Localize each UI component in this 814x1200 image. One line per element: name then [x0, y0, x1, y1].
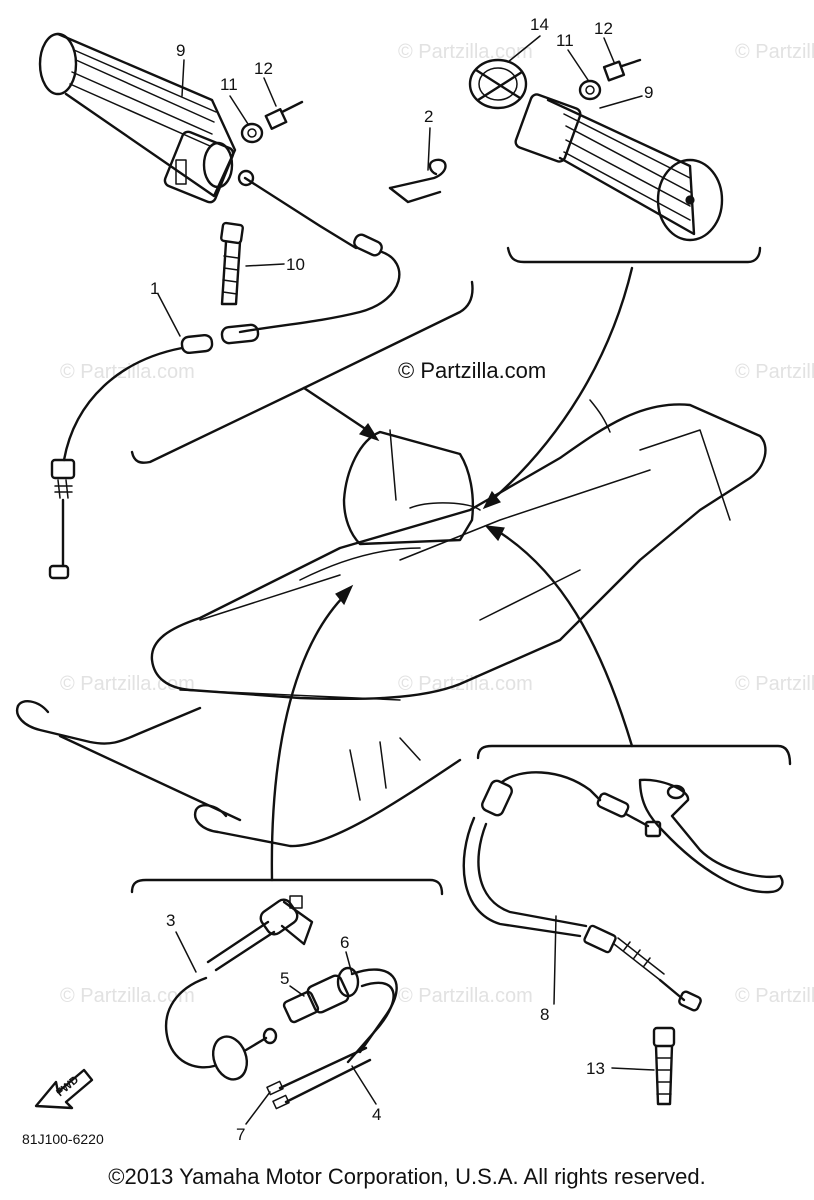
snowmobile-hood — [150, 399, 767, 701]
callout-3: 3 — [166, 911, 175, 930]
clip — [388, 158, 447, 204]
callouts: 9 11 12 2 14 11 12 9 10 1 3 5 6 4 7 8 13 — [150, 15, 653, 1144]
callout-6: 6 — [340, 933, 349, 952]
left-bolt — [264, 100, 304, 130]
stop-switch-body — [282, 966, 398, 1064]
callout-5: 5 — [280, 969, 289, 988]
arrow-right-group — [490, 266, 634, 502]
bracket-right-top — [506, 246, 762, 264]
arrow-bottom-right-group — [494, 528, 634, 748]
cable-tie-top — [220, 221, 244, 306]
callout-11-right: 11 — [556, 31, 574, 50]
brake-cable — [462, 771, 702, 1012]
watermark-faint: © Partzilla.com — [60, 361, 195, 383]
right-nut — [578, 79, 602, 101]
faint-watermarks: © Partzilla.com © Partzilla.com © Partzi… — [60, 41, 814, 1007]
watermark-faint: © Partzilla.com — [735, 985, 814, 1007]
arrow-bottom-right-head — [484, 525, 505, 542]
callout-9-right: 9 — [644, 83, 653, 102]
callout-9-left: 9 — [176, 41, 185, 60]
switch-assembly — [164, 895, 314, 1081]
watermark-faint: © Partzilla.com — [398, 985, 533, 1007]
arrow-bottom-left-group — [270, 592, 348, 882]
watermark-faint: © Partzilla.com — [60, 985, 195, 1007]
watermark-faint: © Partzilla.com — [398, 673, 533, 695]
callout-4: 4 — [372, 1105, 381, 1124]
left-grip — [38, 32, 237, 204]
brake-lever — [638, 778, 784, 894]
copyright-notice: ©2013 Yamaha Motor Corporation, U.S.A. A… — [108, 1164, 706, 1189]
leader-lines — [157, 35, 655, 1125]
callout-14: 14 — [530, 15, 549, 34]
wire-leads — [266, 1046, 372, 1110]
snowmobile-ski-left — [15, 700, 242, 822]
callout-1: 1 — [150, 279, 159, 298]
callout-13: 13 — [586, 1059, 605, 1078]
right-grip-body — [514, 93, 724, 242]
diagram-code: 81J100-6220 — [22, 1131, 104, 1147]
center-watermark: © Partzilla.com — [398, 358, 546, 383]
left-nut — [240, 122, 264, 144]
arrow-right-head — [482, 490, 501, 510]
throttle-cable — [48, 169, 401, 580]
watermark-faint: © Partzilla.com — [735, 673, 814, 695]
fwd-label: FWD — [54, 1074, 81, 1099]
snowmobile-ski-right — [193, 737, 462, 848]
callout-10: 10 — [286, 255, 305, 274]
callout-12-right: 12 — [594, 19, 613, 38]
arrow-bottom-left-head — [335, 584, 354, 606]
right-grip — [468, 58, 528, 110]
watermark-faint: © Partzilla.com — [735, 41, 814, 63]
right-bolt — [602, 58, 642, 82]
bracket-bottom-right — [476, 744, 792, 766]
bracket-bottom-left — [130, 878, 444, 896]
cable-tie-bottom — [652, 1026, 676, 1106]
callout-11-left: 11 — [220, 75, 238, 94]
callout-7: 7 — [236, 1125, 245, 1144]
arrow-left-head — [358, 422, 380, 442]
callout-8: 8 — [540, 1005, 549, 1024]
callout-2: 2 — [424, 107, 433, 126]
arrow-left-group — [302, 386, 366, 430]
watermark-faint: © Partzilla.com — [398, 41, 533, 63]
fwd-arrow: FWD — [34, 1068, 94, 1110]
watermark-faint: © Partzilla.com — [735, 361, 814, 383]
watermark-faint: © Partzilla.com — [60, 673, 195, 695]
callout-12-left: 12 — [254, 59, 273, 78]
